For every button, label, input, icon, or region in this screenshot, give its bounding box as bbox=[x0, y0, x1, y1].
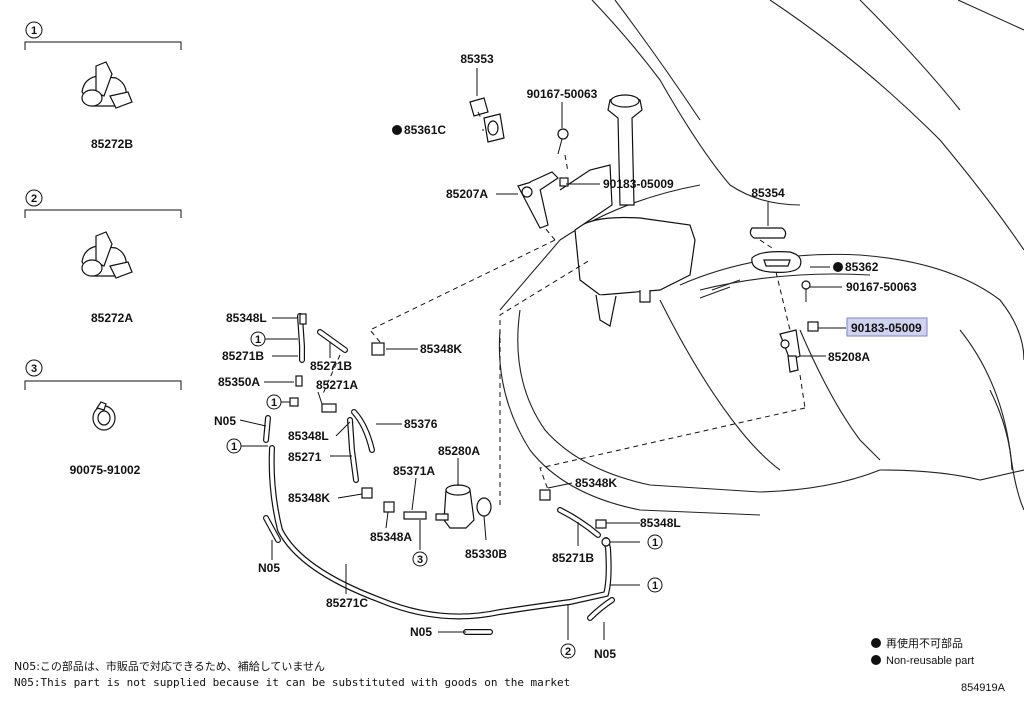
label-85330b[interactable]: 85330B bbox=[465, 547, 507, 561]
label-85354[interactable]: 85354 bbox=[751, 186, 785, 200]
screw-top bbox=[557, 128, 569, 155]
label-85361c[interactable]: 85361C bbox=[404, 123, 446, 137]
clip-85272a-icon bbox=[81, 231, 133, 279]
label-85348k-3[interactable]: 85348K bbox=[575, 476, 617, 490]
note-en: N05:This part is not supplied because it… bbox=[14, 676, 570, 689]
label-n05-3[interactable]: N05 bbox=[410, 625, 432, 639]
group-index-circle bbox=[25, 21, 43, 39]
part-label: 90075-91002 bbox=[70, 463, 141, 477]
label-85348l-3[interactable]: 85348L bbox=[640, 516, 681, 530]
legend-jp: 再使用不可部品 bbox=[886, 636, 963, 650]
label-85353[interactable]: 85353 bbox=[460, 52, 494, 66]
circle-ref-text: 1 bbox=[255, 334, 261, 346]
leader-lines bbox=[239, 68, 846, 640]
screw-right bbox=[801, 280, 811, 302]
note-jp: N05:この部品は、市販品で対応できるため、補給していません bbox=[14, 659, 325, 673]
circle-ref-text: 1 bbox=[231, 441, 237, 453]
part-label: 85272A bbox=[91, 311, 133, 325]
legend-dot bbox=[871, 638, 881, 648]
clip-85272b-icon bbox=[81, 61, 133, 109]
label-85208a[interactable]: 85208A bbox=[828, 350, 870, 364]
grommet-85330b bbox=[476, 497, 492, 517]
clip-top bbox=[559, 177, 569, 187]
footnotes: N05:この部品は、市販品で対応できるため、補給していません N05:This … bbox=[14, 659, 570, 689]
circle-ref-text: 1 bbox=[652, 580, 658, 592]
label-85348k-2[interactable]: 85348K bbox=[288, 491, 330, 505]
label-85348l-2[interactable]: 85348L bbox=[288, 429, 329, 443]
group-bracket bbox=[24, 380, 182, 390]
vehicle-body-outline bbox=[498, 0, 1024, 516]
left-panel: 1 85272B 2 85272A bbox=[24, 21, 182, 477]
circle-ref-text: 2 bbox=[565, 646, 571, 658]
circle-ref bbox=[647, 577, 663, 593]
group-1[interactable]: 1 85272B bbox=[24, 21, 182, 151]
group-2[interactable]: 2 85272A bbox=[24, 189, 182, 325]
circle-ref-text: 1 bbox=[271, 397, 277, 409]
cap-85354 bbox=[749, 227, 787, 239]
legend: 再使用不可部品 Non-reusable part bbox=[871, 636, 974, 667]
label-85376[interactable]: 85376 bbox=[404, 417, 438, 431]
group-index: 1 bbox=[31, 25, 37, 37]
label-85350a[interactable]: 85350A bbox=[218, 375, 260, 389]
connectors bbox=[289, 313, 611, 547]
circle-ref bbox=[412, 551, 428, 567]
group-index: 2 bbox=[31, 193, 37, 205]
legend-dot bbox=[871, 655, 881, 665]
label-n05-2[interactable]: N05 bbox=[258, 561, 280, 575]
grommet-85362 bbox=[751, 251, 802, 273]
non-reusable-dot bbox=[392, 125, 402, 135]
diagram-id: 854919A bbox=[961, 682, 1006, 694]
part-labels: 85353 90167-50063 85361C 90183-05009 852… bbox=[214, 52, 922, 661]
grommet-85361c bbox=[483, 113, 505, 143]
label-85371a[interactable]: 85371A bbox=[393, 464, 435, 478]
part-label: 85272B bbox=[91, 137, 133, 151]
hose-clamp-icon bbox=[92, 401, 116, 431]
label-85271c[interactable]: 85271C bbox=[326, 596, 368, 610]
assembly-guides bbox=[321, 111, 806, 505]
label-90183-right[interactable]: 90183-05009 bbox=[851, 321, 922, 335]
label-85271a[interactable]: 85271A bbox=[316, 378, 358, 392]
label-85280a[interactable]: 85280A bbox=[438, 444, 480, 458]
group-index-circle bbox=[25, 189, 43, 207]
label-85271b-2[interactable]: 85271B bbox=[310, 359, 352, 373]
label-85362[interactable]: 85362 bbox=[845, 260, 879, 274]
group-index: 3 bbox=[31, 363, 37, 375]
circle-ref-text: 3 bbox=[417, 554, 423, 566]
group-index-circle bbox=[25, 359, 43, 377]
group-bracket bbox=[24, 41, 182, 50]
washer-tank bbox=[559, 94, 696, 327]
legend-en: Non-reusable part bbox=[886, 655, 974, 667]
label-n05-1[interactable]: N05 bbox=[214, 414, 236, 428]
group-bracket bbox=[24, 209, 182, 218]
label-n05-4[interactable]: N05 bbox=[594, 647, 616, 661]
label-85271[interactable]: 85271 bbox=[288, 450, 322, 464]
label-90167-right[interactable]: 90167-50063 bbox=[846, 280, 917, 294]
label-85271b-3[interactable]: 85271B bbox=[552, 551, 594, 565]
circle-ref-text: 1 bbox=[652, 537, 658, 549]
non-reusable-dot bbox=[833, 262, 843, 272]
label-85348k-1[interactable]: 85348K bbox=[420, 342, 462, 356]
cap-85353 bbox=[469, 97, 489, 117]
circle-ref bbox=[647, 534, 663, 550]
label-90167-top[interactable]: 90167-50063 bbox=[527, 87, 598, 101]
label-85271b-1[interactable]: 85271B bbox=[222, 349, 264, 363]
label-85207a[interactable]: 85207A bbox=[446, 187, 488, 201]
highlighted-part-box bbox=[846, 317, 928, 337]
nozzle-85208a bbox=[779, 329, 801, 373]
hoses bbox=[263, 313, 615, 635]
label-85348l-1[interactable]: 85348L bbox=[226, 311, 267, 325]
washer-pump bbox=[435, 484, 475, 529]
group-3[interactable]: 3 90075-91002 bbox=[24, 359, 182, 477]
label-90183-top[interactable]: 90183-05009 bbox=[603, 177, 674, 191]
circle-ref bbox=[560, 643, 576, 659]
label-85348a[interactable]: 85348A bbox=[370, 530, 412, 544]
nozzle-85207a bbox=[517, 171, 559, 229]
clip-right bbox=[807, 321, 819, 332]
